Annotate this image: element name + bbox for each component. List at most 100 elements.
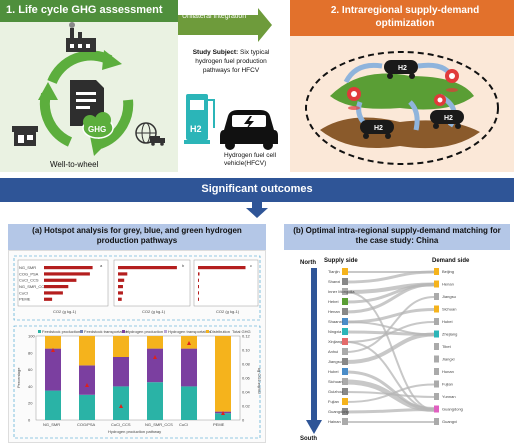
stack-segment [79,365,95,395]
supply-node-label: Jiangsu [328,359,342,364]
supply-demand-sankey: North South Supply side Demand side Tian… [300,258,470,442]
location-pin-icon-2 [445,69,459,92]
mini-chart-xlabel: CO2 (g kg-1) [142,309,166,314]
study-subject: Study Subject: Six typical hydrogen fuel… [186,48,276,75]
study-title: Study Subject: [192,49,239,56]
supply-node-label: Sichuan [328,379,342,384]
cycle-arrowhead-1 [102,50,122,70]
x-tick-label: COG/PSA [77,422,96,427]
total-marker [221,411,225,415]
h2-tank-truck-icon-2 [360,120,394,139]
panel1-header [0,0,178,22]
y-tick-label-right: 0.12 [242,334,251,339]
legend-swatch [80,330,83,333]
mini-bar-label: CuCl_CCS [19,278,39,283]
x-tick-label: PEME [213,422,225,427]
supply-node-label: Hebei [328,299,339,304]
stack-segment [147,348,163,383]
mini-bar [44,272,90,276]
legend-swatch [164,330,167,333]
h2-tank-truck-icon [384,60,418,79]
mini-bar [198,297,199,301]
mini-bar [118,272,128,276]
outcomes-title: Significant outcomes [201,183,313,195]
ghg-cloud-icon [82,112,114,139]
stack-segment [181,386,197,420]
mini-chart-xlabel: CO2 (g kg-1) [216,309,240,314]
supply-node-label: Guangdong [328,409,349,414]
cycle-arrowhead-3 [38,82,58,100]
demand-node [434,405,439,413]
mini-bar [44,291,63,295]
mini-bar-label: COG_PSA [19,271,39,276]
stack-segment [113,357,129,387]
supply-node-label: Hainan [328,419,341,424]
stack-segment [45,336,61,349]
total-marker [153,355,157,359]
tank-label-3: H2 [444,115,453,122]
y-tick-label: 80 [28,350,33,355]
mini-bar [198,291,199,295]
gas-station-icon [12,126,38,146]
sankey-link [345,270,435,284]
mini-chart-title: b [182,263,185,268]
panel2-header [290,0,514,36]
supply-node [342,318,348,325]
supply-node [342,298,348,305]
x-tick-label: CuCl_CCS [111,422,131,427]
supply-node-label: Anhui [328,349,338,354]
y-tick-label-right: 0.08 [242,362,251,367]
cycle-arrow-1 [47,50,113,85]
supply-node [342,388,348,395]
mini-bar-label: NG_SMR [19,265,36,270]
mini-chart-title: a [100,263,103,268]
outcomes-band [0,178,514,202]
demand-node [434,280,439,288]
supply-node-label: Fujian [328,399,339,404]
mini-bar [44,278,77,282]
hotspot-charts: aNG_SMRCOG_PSACuCl_CCSNG_SMR_CCSCuClPEME… [13,255,262,439]
supply-node [342,368,348,375]
demand-node [434,343,439,350]
demand-node [434,330,439,338]
legend-label: Distribution [210,329,230,334]
demand-node-label: Hubei [442,319,453,324]
supply-node-label: Guizhou [328,389,343,394]
y-tick-label-right: 0.06 [242,376,251,381]
y-tick-label-right: 0 [242,418,245,423]
stack-segment [45,390,61,420]
supply-node [342,418,348,425]
y-axis-label-right: kg CO2-eq/MJ [257,368,262,394]
supply-demand-map: H2 H2 H2 [305,51,499,165]
demand-node-label: Jiangxi [442,357,455,362]
mini-bar [44,285,69,289]
supply-node [342,328,348,335]
demand-node-label: Sichuan [442,307,456,312]
supply-node-label: Shanxi [328,279,340,284]
supply-node-label: Inner Mongolia [328,289,355,294]
y-tick-label: 0 [28,418,31,423]
demand-node [434,293,439,300]
mini-bar [118,291,123,295]
legend-swatch [122,330,125,333]
supply-node-label: Tianjin [328,269,340,274]
supply-node [342,408,348,415]
y-tick-label: 20 [28,401,33,406]
cycle-arrowhead-2 [90,136,108,156]
mini-bar [118,285,123,289]
supply-node-label: Shaanxi [328,319,343,324]
total-marker [51,348,55,352]
legend-label-total: Total GHG [232,329,251,334]
stack-segment [215,413,231,420]
mini-bar [198,278,199,282]
panelA-header [8,224,266,250]
x-tick-label: NG_SMR [43,422,60,427]
stack-segment [147,382,163,420]
sankey-link [345,391,435,398]
mini-bar [198,272,200,276]
panelA-title: (a) Hotspot analysis for grey, blue, and… [32,226,242,245]
demand-node-label: Jiangsu [442,294,456,299]
globe-truck-icon [135,122,165,146]
integration-arrow [178,8,272,42]
stack-segment [215,336,231,412]
